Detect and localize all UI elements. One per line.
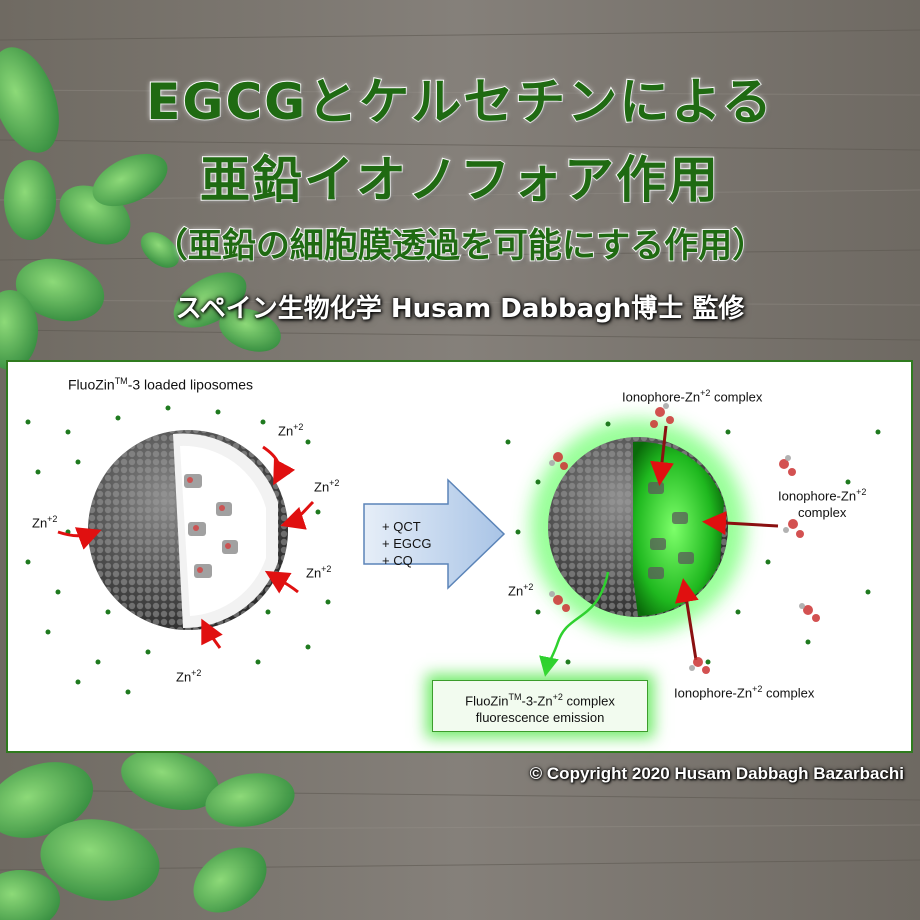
zinc-label: Zn+2 (508, 582, 534, 599)
copyright-notice: © Copyright 2020 Husam Dabbagh Bazarbach… (529, 764, 904, 783)
liposome-diagram (25, 403, 881, 695)
title-line-1: EGCGとケルセチンによる (145, 72, 774, 132)
title-line-2: 亜鉛イオノフォア作用 (199, 150, 720, 210)
right-liposome (530, 419, 746, 635)
treatment-item: + EGCG (382, 536, 432, 551)
left-liposome-title: FluoZinTM-3 loaded liposomes (68, 376, 253, 393)
ionophore-label: Ionophore-Zn+2 complex (622, 388, 763, 405)
zinc-label: Zn+2 (306, 564, 332, 581)
zinc-label: Zn+2 (176, 668, 202, 685)
leaves-top-left (0, 47, 281, 370)
ionophore-complexes (549, 403, 820, 674)
treatment-list: + QCT + EGCG + CQ (382, 518, 432, 569)
zinc-label: Zn+2 (278, 422, 304, 439)
zinc-dots (25, 405, 881, 695)
treatment-item: + QCT (382, 519, 421, 534)
ionophore-entry-arrows (650, 425, 779, 661)
zinc-label: Zn+2 (32, 514, 58, 531)
emission-arrow (539, 571, 610, 677)
fluorescence-emission-box: FluoZinTM-3-Zn+2 complex fluorescence em… (432, 680, 648, 732)
zinc-label: Zn+2 (314, 478, 340, 495)
leaves-bottom-left (0, 750, 295, 920)
supervisor-credit: スペイン生物化学 Husam Dabbagh博士 監修 (175, 294, 745, 324)
ionophore-label: Ionophore-Zn+2 complex (674, 684, 815, 701)
subtitle: （亜鉛の細胞膜透過を可能にする作用） (153, 225, 767, 267)
zinc-entry-arrows (57, 445, 315, 649)
treatment-item: + CQ (382, 553, 413, 568)
diagram-panel: FluoZinTM-3 loaded liposomes Zn+2 Zn+2 Z… (6, 360, 913, 753)
treatment-arrow (363, 478, 506, 590)
left-liposome (88, 430, 288, 630)
